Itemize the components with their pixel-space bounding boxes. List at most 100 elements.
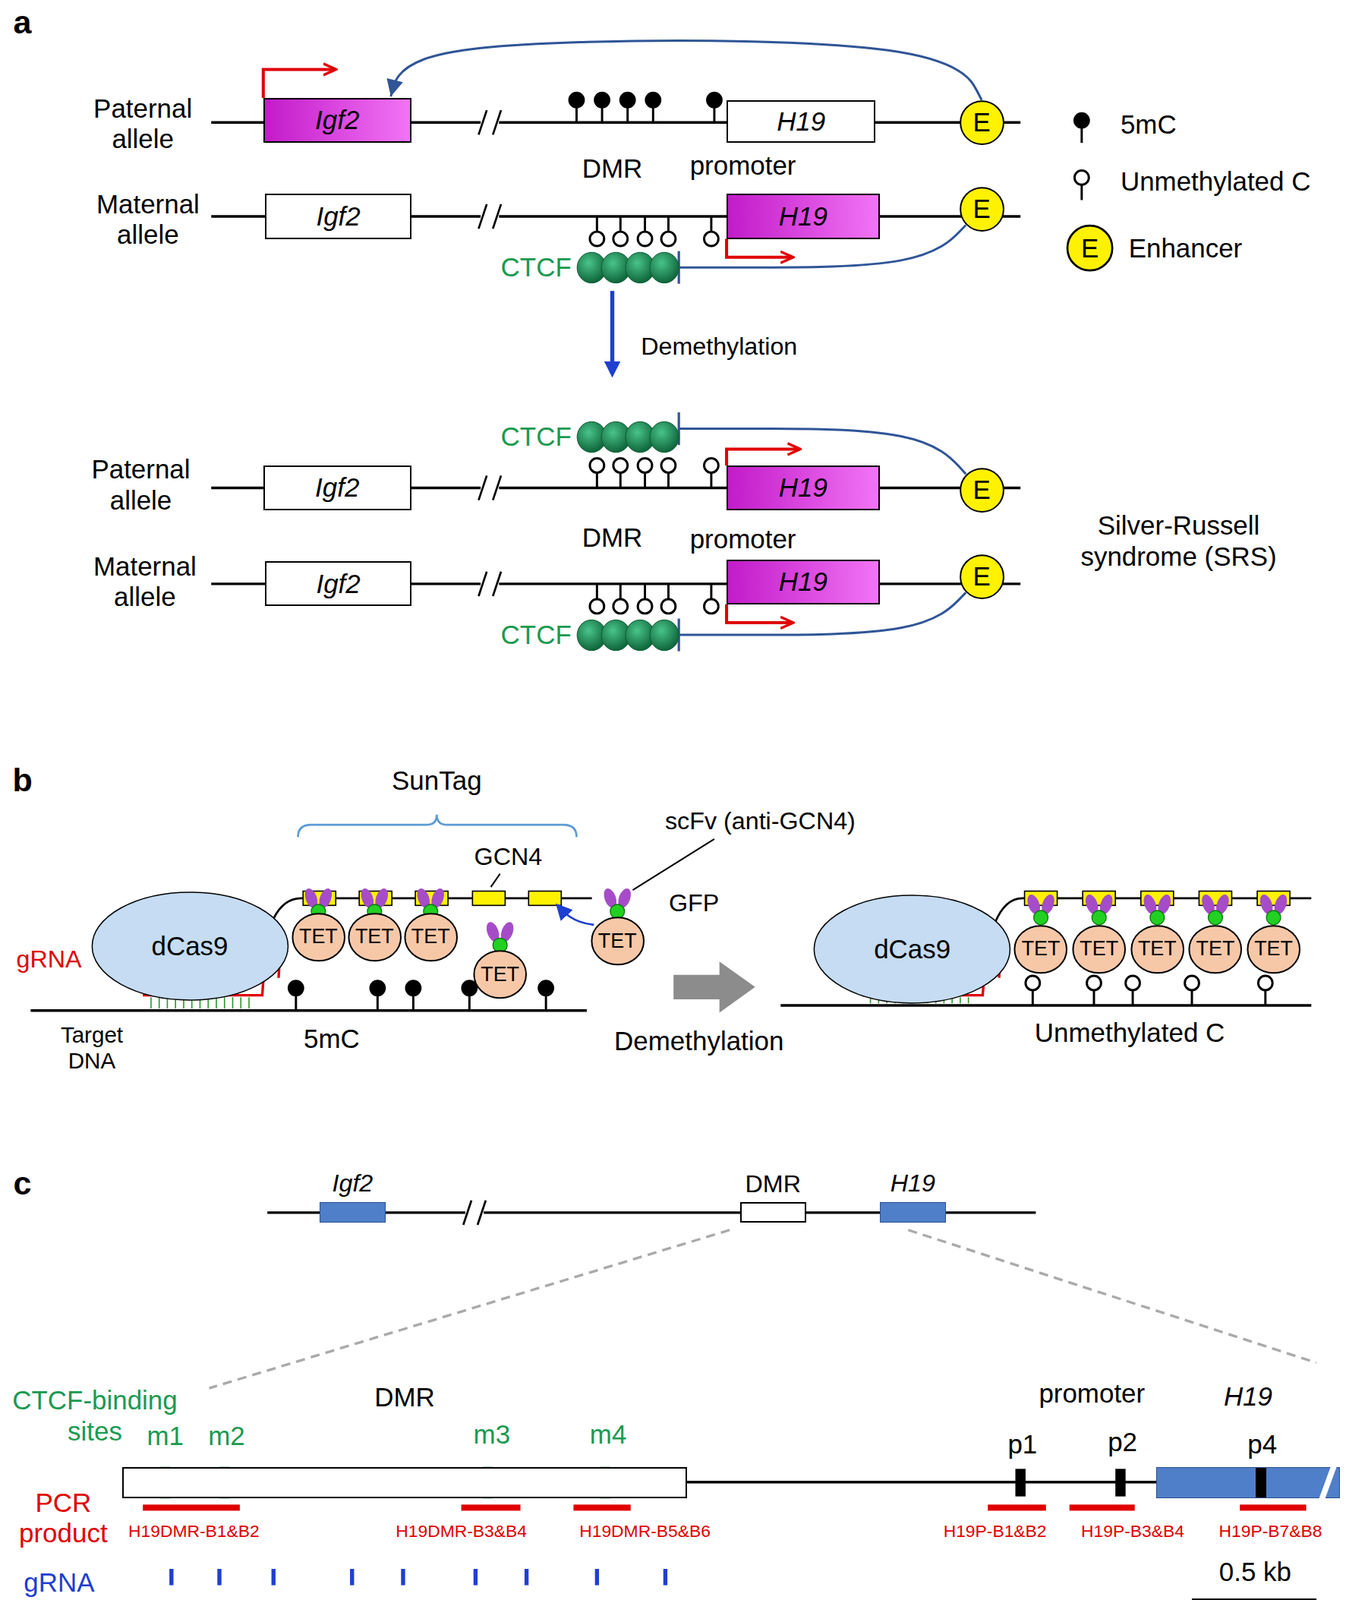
lollipop-stem [1093, 989, 1096, 1006]
ctcf-lobe [649, 619, 678, 650]
lollipop-stem [545, 995, 548, 1011]
break-mark [463, 1200, 472, 1225]
round-node: TET [347, 912, 402, 962]
connector-path [390, 40, 982, 101]
legend-label: Unmethylated C [1120, 166, 1312, 196]
node-label: H19 [890, 1169, 936, 1197]
unmethylated-c-mark [703, 231, 719, 246]
unmethylated-c-mark [661, 598, 676, 614]
node-label: E [972, 107, 990, 137]
annotation-label: Silver-Russell syndrome (SRS) [1055, 510, 1302, 571]
ctcf-protein: CTCF [580, 251, 678, 284]
pcr-product-bar [1239, 1503, 1306, 1510]
round-node: TET [1013, 924, 1068, 975]
node-label: TET [1196, 937, 1236, 961]
base-pairing [232, 996, 234, 1009]
lollipop-stem [1131, 989, 1135, 1006]
gene-box: DMR [740, 1201, 807, 1223]
node-label: TET [411, 925, 451, 949]
node-label: CTCF [501, 422, 572, 451]
node-shape [580, 618, 678, 652]
lollipop-stem [643, 583, 647, 599]
lollipop-stem [1031, 989, 1034, 1006]
node-label: TET [1079, 937, 1119, 961]
methylated-c-mark [707, 92, 722, 108]
ctcf-site [1015, 1468, 1025, 1496]
grna-site [271, 1568, 276, 1586]
annotation-label: Demethylation [614, 1025, 784, 1056]
unmethylated-c-mark [661, 458, 676, 473]
unmethylated-c-mark [637, 458, 653, 473]
annotation-label: Paternal allele [81, 92, 205, 154]
break-mark [492, 571, 502, 596]
round-node: TET [1071, 924, 1126, 975]
node-label: TET [480, 963, 520, 987]
node-label: CTCF [501, 620, 572, 650]
panel-letter: c [13, 1165, 32, 1203]
annotation-label: Target DNA [40, 1021, 143, 1074]
round-node: TET [472, 949, 527, 1000]
lollipop-stem [667, 583, 670, 599]
dcas9-protein: dCas9 [88, 889, 293, 1003]
round-node: TET [403, 912, 458, 962]
unmethylated-c-mark [703, 598, 719, 614]
grna-site [400, 1568, 405, 1586]
annotation-label: m3 [473, 1418, 511, 1450]
transcription-arrow [726, 239, 792, 258]
ctcf-lobe [649, 252, 678, 283]
node-label: H19 [778, 201, 828, 231]
node-label: TET [598, 929, 637, 953]
annotation-label: GCN4 [474, 843, 543, 872]
lollipop-stem [601, 107, 604, 123]
lollipop-stem [1191, 989, 1194, 1006]
annotation-label: GFP [668, 888, 719, 918]
lollipop-stem [595, 583, 599, 599]
lollipop-stem [1080, 184, 1083, 200]
lollipop-stem [667, 472, 670, 488]
grna-site [169, 1568, 174, 1586]
node-label: dCas9 [873, 934, 951, 964]
round-node: E [959, 186, 1005, 232]
grna-site [349, 1568, 354, 1586]
base-pairing [959, 996, 962, 1003]
annotation-label: H19DMR-B5&B6 [579, 1520, 711, 1541]
annotation-label: PCR product [6, 1487, 120, 1548]
node-shape [580, 420, 678, 454]
lollipop-stem [575, 107, 578, 123]
gfp-dot [492, 937, 508, 952]
grna-site [663, 1568, 668, 1586]
lollipop-stem [619, 472, 622, 488]
node-label: H19 [778, 567, 828, 596]
zoom-line [209, 1229, 731, 1388]
base-pairing [158, 996, 161, 1009]
node-outline [1015, 925, 1068, 973]
gfp-dot [1150, 910, 1165, 925]
methylated-c-mark [1074, 113, 1089, 128]
annotation-label: H19DMR-B3&B4 [395, 1520, 527, 1541]
panel-letter: a [13, 3, 32, 41]
node-label: DMR [744, 1170, 801, 1198]
process-arrow [673, 961, 756, 1012]
node-label: Igf2 [315, 201, 360, 231]
node-outline [1247, 925, 1300, 973]
base-pairing [215, 996, 218, 1009]
grna-site [217, 1568, 221, 1586]
unmethylated-c-mark [1125, 975, 1141, 990]
node-label: E [972, 561, 990, 591]
transcription-arrow [263, 69, 335, 98]
break-mark [477, 1200, 486, 1225]
node-outline [1072, 925, 1126, 973]
gene-box: Igf2 [263, 465, 412, 511]
base-pairing [223, 996, 226, 1009]
break-mark [478, 110, 487, 135]
ctcf-site [1255, 1467, 1266, 1498]
lollipop-stem [468, 995, 471, 1011]
round-node: TET [1130, 924, 1185, 975]
lollipop-stem [595, 472, 599, 488]
methylated-c-mark [569, 92, 584, 108]
base-pairing [239, 996, 242, 1009]
target-dna [30, 1008, 587, 1012]
annotation-label: m1 [146, 1420, 184, 1451]
node-outline [960, 468, 1004, 512]
pcr-product-bar [1069, 1503, 1135, 1510]
